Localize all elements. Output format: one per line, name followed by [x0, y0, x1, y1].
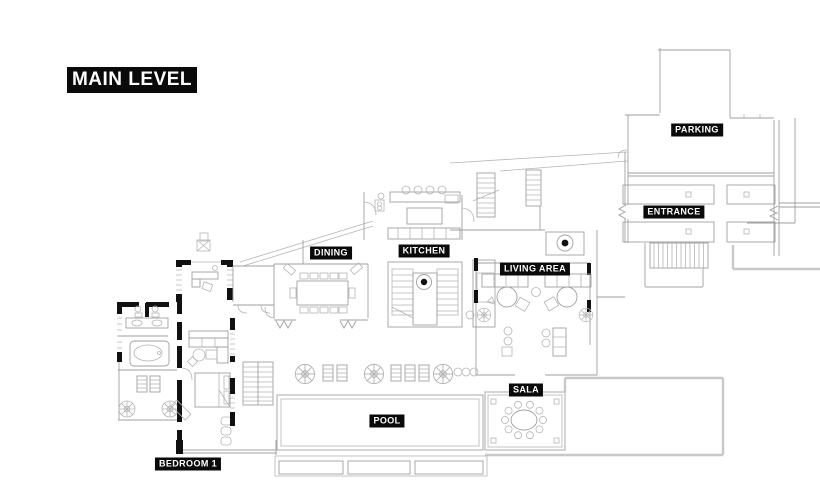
driveway-and-gate [731, 118, 820, 271]
desk-chair [201, 281, 214, 292]
curtain-icon [339, 320, 357, 329]
plant-icon [465, 310, 475, 320]
coffee-table [496, 286, 518, 308]
room-label-kitchen: KITCHEN [398, 244, 450, 258]
sofa [188, 330, 229, 339]
pantry-strip [465, 259, 496, 328]
room-label-dining: DINING [310, 246, 352, 260]
column-icon [416, 274, 432, 290]
chair-icon [220, 416, 232, 426]
room-label-entrance: ENTRANCE [643, 205, 705, 219]
shelf [552, 327, 567, 357]
curtain-icon [275, 320, 293, 329]
central-stairwell [387, 261, 463, 328]
terrace-stairs [242, 361, 274, 406]
toilet-icon [151, 305, 159, 313]
post-icon [553, 398, 560, 405]
chair-icon [220, 436, 232, 446]
fireplace [545, 231, 585, 256]
sun-lounger-icon [390, 364, 402, 382]
sink-icon [131, 319, 143, 327]
plant-icon [432, 363, 454, 385]
post-icon [553, 437, 560, 444]
house-gate-icon [618, 204, 627, 220]
bedroom-dividing-wall [177, 302, 193, 454]
room-label-pool: POOL [369, 414, 405, 428]
sala-chairs [501, 400, 547, 440]
plant-icon [578, 307, 594, 323]
sofa-group-left [481, 273, 531, 312]
page-title: MAIN LEVEL [67, 67, 197, 93]
upper-stairs [450, 169, 545, 231]
sink-icon [151, 319, 163, 327]
plant-icon [363, 363, 385, 385]
dining-chair [348, 287, 356, 299]
plant-icon [294, 363, 316, 385]
kitchen-sink [374, 199, 385, 212]
desk [191, 271, 219, 280]
stove-burner-icon [437, 185, 447, 195]
corner-speaker-icon [282, 262, 297, 276]
bathtub [129, 340, 170, 367]
house-shell-lines [239, 149, 629, 375]
wc-divider [145, 303, 149, 317]
stove-burner-icon [401, 185, 411, 195]
entrance-stairs [649, 242, 709, 269]
bathroom [117, 302, 177, 420]
stove-burner-icon [413, 185, 423, 195]
bedroom-right-wall [230, 318, 235, 426]
plant-box-icon [196, 239, 211, 252]
bath-terrace [118, 375, 179, 421]
room-label-bedroom-1: BEDROOM 1 [154, 457, 222, 471]
sun-lounger-icon [336, 364, 348, 382]
stove-burner-icon [425, 185, 435, 195]
study-room [176, 232, 233, 302]
sun-lounger-icon [149, 375, 161, 393]
dining-chair [289, 287, 297, 299]
plant-icon [476, 307, 492, 323]
bedroom-wing [117, 232, 277, 455]
coffee-table [556, 286, 578, 308]
lounge-furniture-below [501, 326, 567, 357]
post-icon [490, 398, 497, 405]
dining-chairs-bottom [299, 306, 348, 314]
gate-icon [768, 205, 779, 221]
plant-icon [161, 400, 179, 418]
pool-terrace-furniture [294, 363, 479, 385]
post-icon [490, 437, 497, 444]
room-label-living-area: LIVING AREA [499, 262, 571, 276]
room-label-sala: SALA [508, 383, 544, 397]
lounger-icon [170, 399, 192, 421]
plant-icon [118, 400, 136, 418]
pool-deck-sections [274, 455, 488, 477]
sun-lounger-icon [322, 364, 334, 382]
sun-lounger-icon [136, 375, 148, 393]
dining-table [296, 280, 349, 306]
sun-lounger-icon [404, 364, 416, 382]
room-label-parking: PARKING [671, 123, 723, 137]
sun-lounger-icon [418, 364, 430, 382]
living-area-room [474, 231, 597, 376]
pillow-icon [223, 375, 230, 390]
parking-structure [625, 48, 774, 163]
dining-room [264, 240, 369, 329]
chair-icon [220, 426, 232, 436]
kitchen-room [363, 185, 475, 240]
toilet-icon [134, 305, 142, 313]
dining-chairs-top [299, 272, 348, 280]
round-table [510, 409, 538, 431]
sofa-group-right [543, 273, 592, 312]
side-table [192, 348, 206, 362]
corner-speaker-icon [349, 262, 364, 276]
entrance-walkway [622, 172, 776, 288]
vanity [125, 317, 169, 329]
bed [194, 372, 231, 408]
kitchen-counter [387, 227, 461, 240]
kitchen-island [406, 207, 443, 225]
